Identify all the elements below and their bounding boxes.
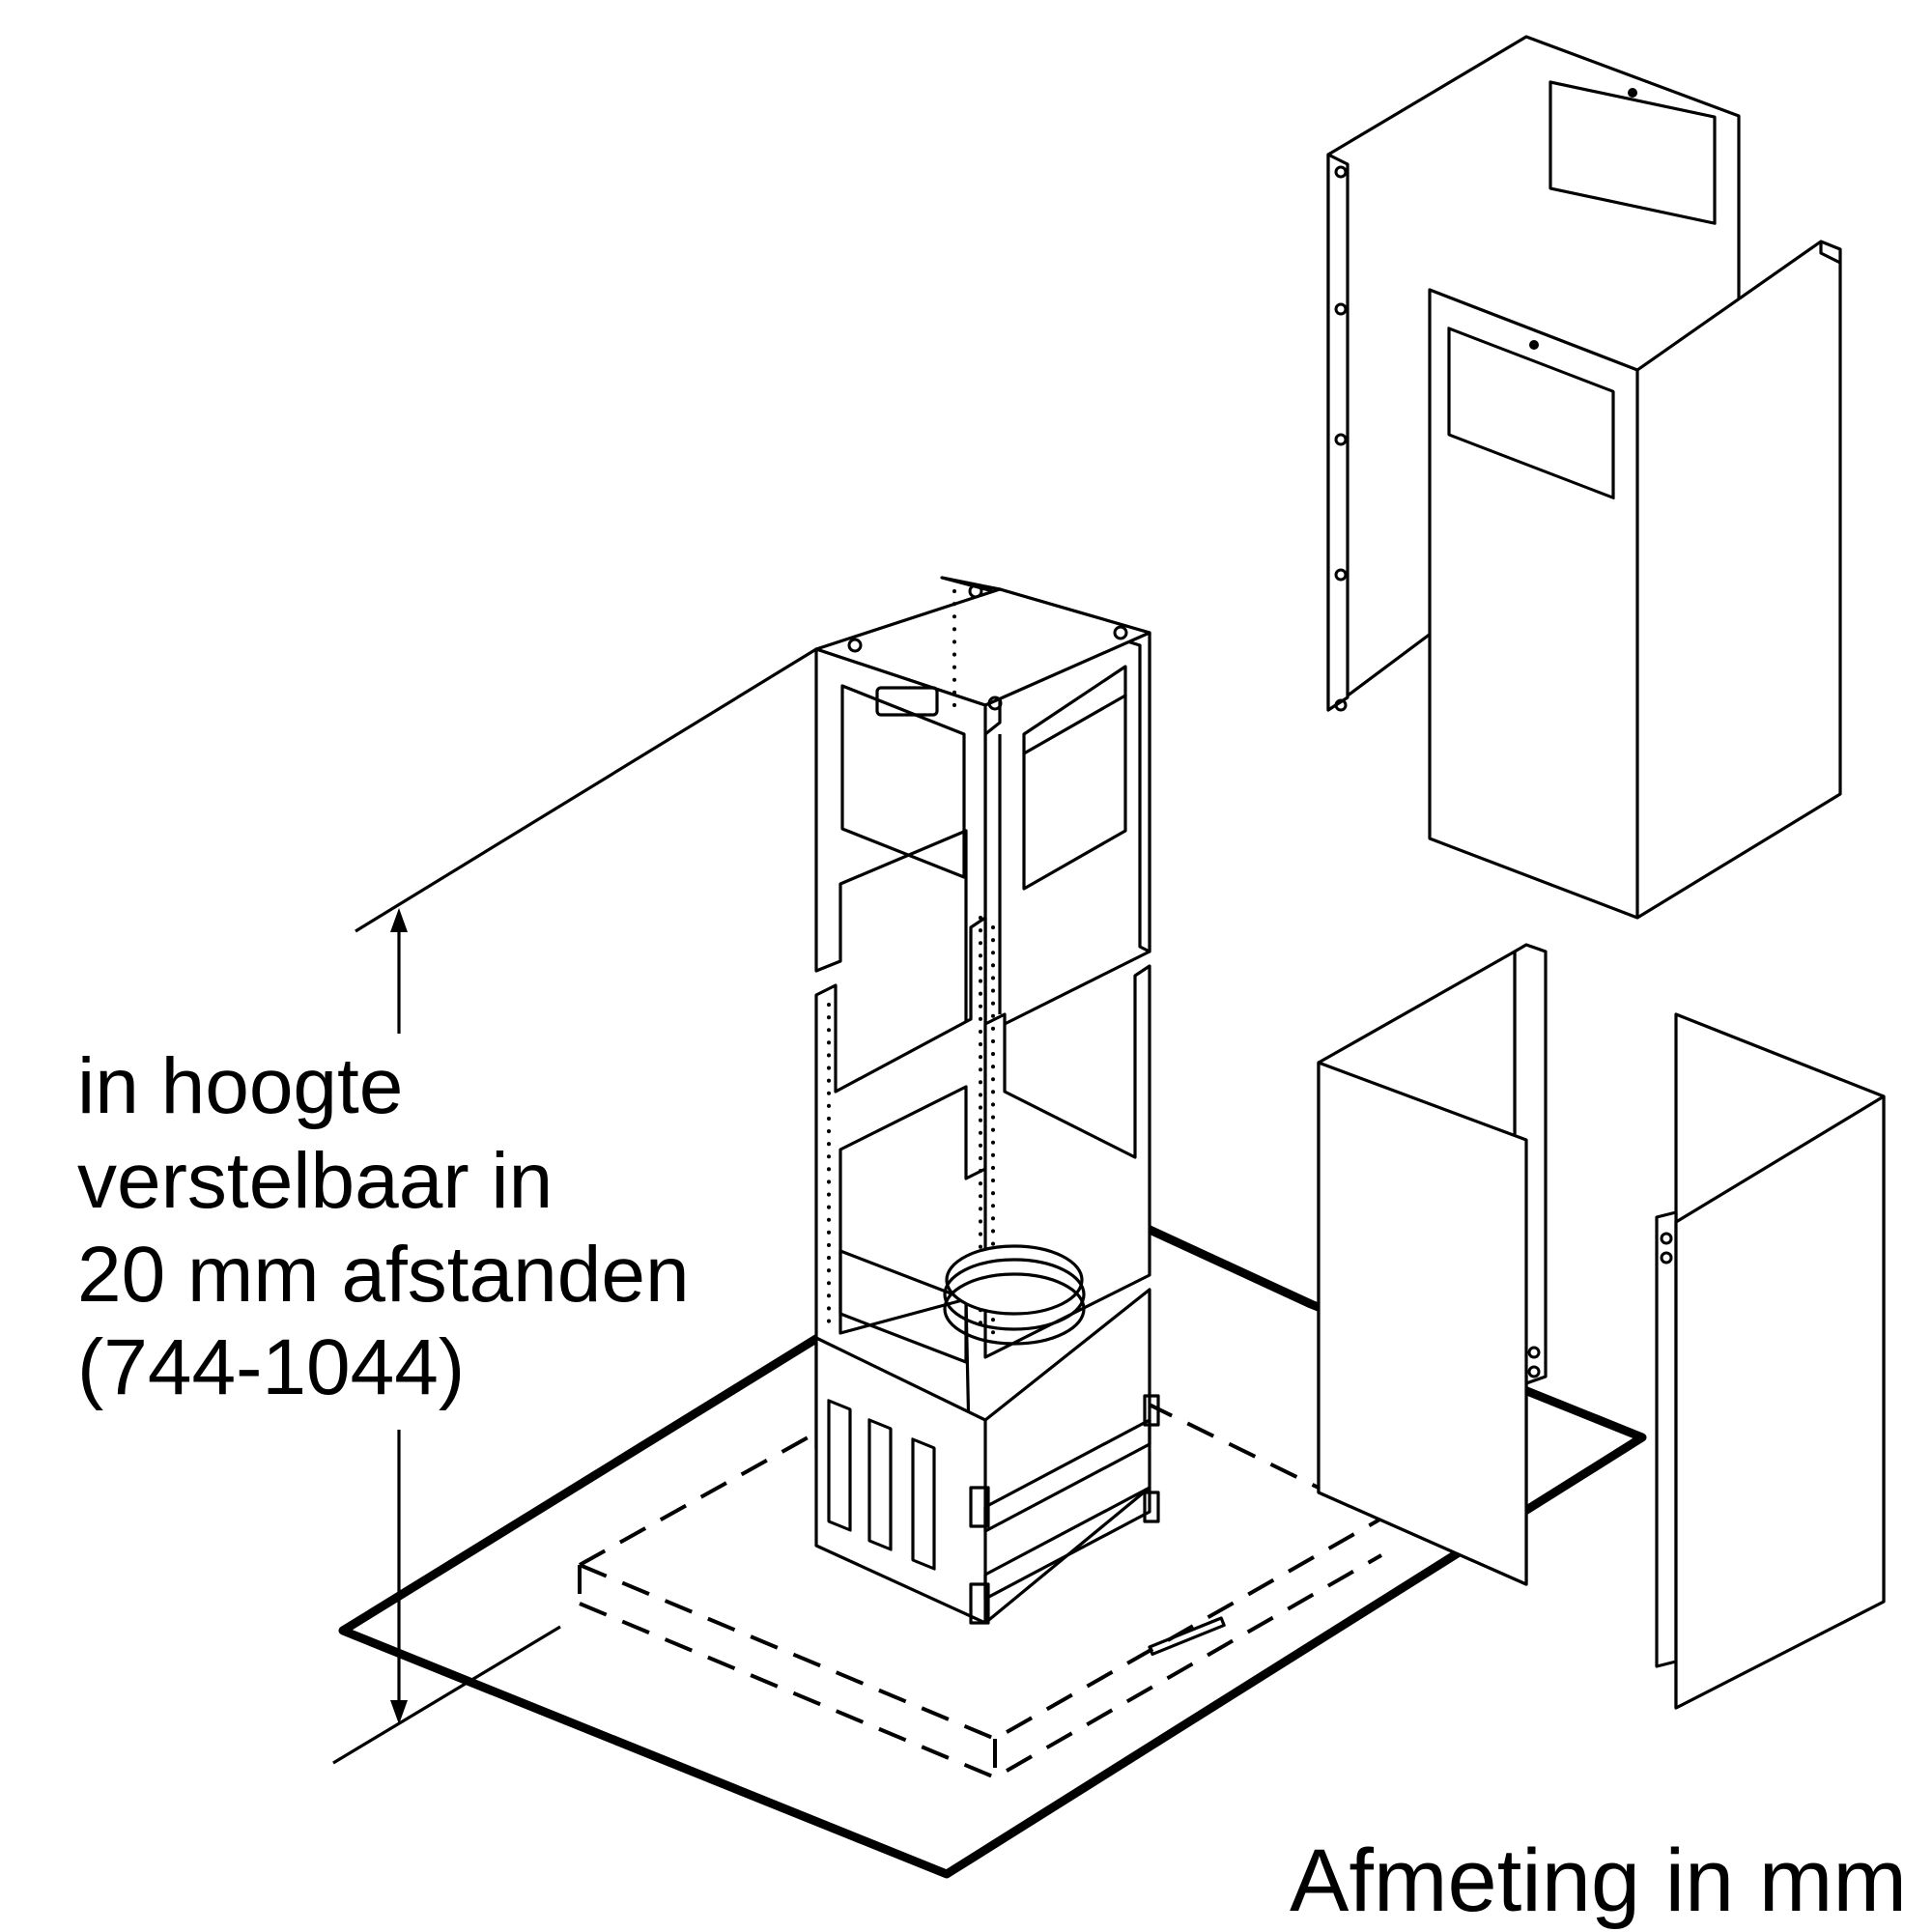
- adjust-line-3: 20 mm afstanden: [77, 1231, 690, 1319]
- hood-base-outline: [338, 1224, 1647, 1879]
- lower-chimney-cover: [1317, 943, 1886, 1710]
- height-adjust-label: in hoogte verstelbaar in 20 mm afstanden…: [77, 1042, 690, 1411]
- mounting-frame: [814, 576, 1160, 1625]
- upper-vent-slots-rear: [1548, 80, 1717, 225]
- upper-vent-slots-front: [1447, 327, 1615, 499]
- units-label: Afmeting in mm: [1290, 1832, 1907, 1930]
- upper-chimney-cover: [1326, 35, 1842, 920]
- height-dimension: [332, 647, 817, 1765]
- adjust-line-4: (744-1044): [77, 1323, 465, 1411]
- adjust-line-2: verstelbaar in: [77, 1137, 553, 1225]
- adjust-line-1: in hoogte: [77, 1042, 403, 1130]
